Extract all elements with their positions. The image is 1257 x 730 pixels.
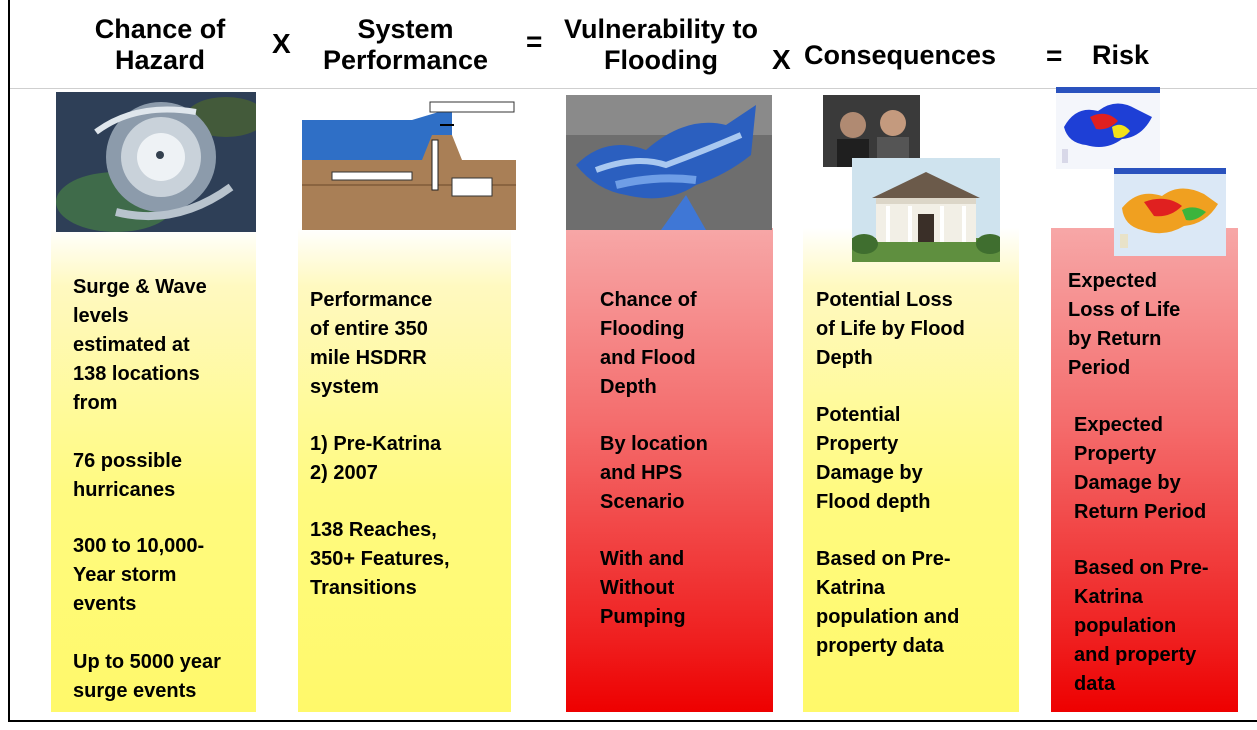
header-chance-of-hazard: Chance of Hazard xyxy=(94,14,226,75)
performance-text-reaches: 138 Reaches, 350+ Features, Transitions xyxy=(310,519,450,599)
consequences-text-pre-katrina: Based on Pre- Katrina population and pro… xyxy=(816,548,960,657)
operator-equals-2: = xyxy=(1046,40,1063,71)
operator-equals-1: = xyxy=(526,26,543,57)
header-vulnerability-to-flooding: Vulnerability to Flooding xyxy=(563,14,759,75)
operator-multiply-2: X xyxy=(772,44,791,75)
vulnerability-text-pumping: With and Without Pumping xyxy=(600,548,686,628)
performance-column xyxy=(298,228,511,712)
performance-text-system: Performance of entire 350 mile HSDRR sys… xyxy=(310,289,433,398)
header-system-performance: System Performance xyxy=(322,14,489,75)
house-photo xyxy=(852,158,1000,262)
hazard-text-surge-levels: Surge & Wave levels estimated at 138 loc… xyxy=(73,276,207,414)
loss-of-life-risk-map xyxy=(1056,87,1160,169)
header-divider xyxy=(10,88,1257,89)
header-risk: Risk xyxy=(1092,40,1150,70)
hazard-column xyxy=(51,228,256,712)
flood-depth-map xyxy=(566,95,772,230)
consequences-text-property-damage: Potential Property Damage by Flood depth xyxy=(816,404,931,513)
people-photo xyxy=(823,95,920,167)
risk-column xyxy=(1051,228,1238,712)
vulnerability-column xyxy=(566,228,773,712)
levee-cross-section-diagram xyxy=(302,100,516,230)
operator-multiply-1: X xyxy=(272,28,291,59)
hazard-text-storm-events: 300 to 10,000- Year storm events xyxy=(73,535,205,615)
risk-text-loss-of-life: Expected Loss of Life by Return Period xyxy=(1068,270,1181,379)
slide-frame xyxy=(8,0,1257,722)
hazard-text-surge-events: Up to 5000 year surge events xyxy=(73,651,221,702)
performance-text-scenarios: 1) Pre-Katrina 2) 2007 xyxy=(310,433,442,484)
risk-text-pre-katrina: Based on Pre- Katrina population and pro… xyxy=(1074,557,1209,695)
risk-text-property-damage: Expected Property Damage by Return Perio… xyxy=(1074,414,1207,523)
consequences-column xyxy=(803,228,1019,712)
consequences-text-loss-of-life: Potential Loss of Life by Flood Depth xyxy=(816,289,965,369)
hurricane-satellite-image xyxy=(56,92,256,232)
hazard-text-possible-hurricanes: 76 possible hurricanes xyxy=(73,450,182,501)
vulnerability-text-location: By location and HPS Scenario xyxy=(600,433,708,513)
property-damage-risk-map xyxy=(1114,168,1226,256)
header-consequences: Consequences xyxy=(804,40,997,70)
vulnerability-text-flooding: Chance of Flooding and Flood Depth xyxy=(600,289,697,398)
